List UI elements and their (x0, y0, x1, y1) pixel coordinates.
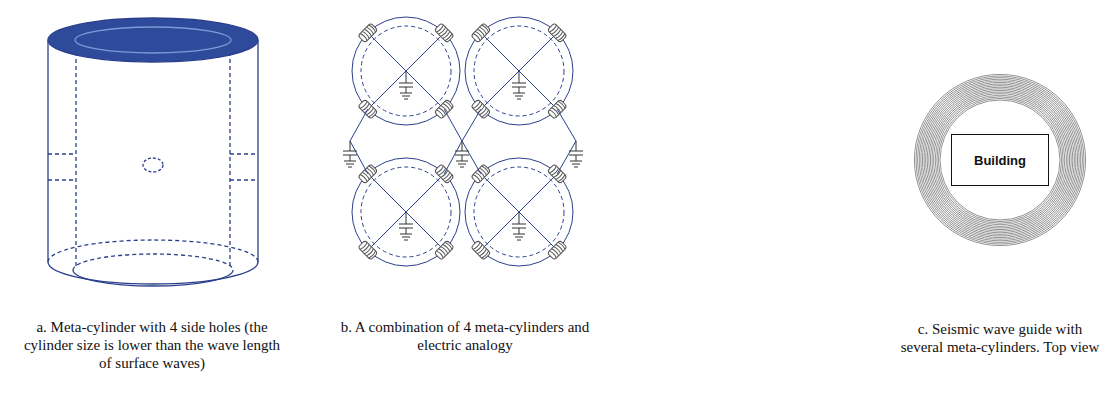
front-hole (143, 158, 163, 172)
node-label: Building (974, 153, 1026, 168)
inductor-symbol (547, 23, 567, 43)
side-hole (48, 154, 76, 180)
inner-wall (75, 52, 76, 268)
meta-cylinder-ring (929, 89, 1071, 231)
cylinder-side (47, 40, 48, 262)
meta-cylinder-ring (922, 82, 1077, 237)
inductor-symbol (547, 240, 567, 260)
cross-wire (368, 174, 444, 250)
meta-cylinder-ring (926, 86, 1075, 235)
inductor-symbol (434, 240, 454, 260)
meta-cylinder-ring (916, 76, 1084, 244)
inductor-symbol (434, 23, 454, 43)
meta-cylinder-outline (352, 17, 460, 125)
meta-cylinder-ring (918, 78, 1083, 243)
cross-wire (368, 33, 444, 109)
capacitor-ground-symbol (399, 212, 413, 240)
cross-wire (481, 33, 557, 109)
inductor-symbol (471, 240, 491, 260)
cylinder-bottom-front (48, 262, 258, 284)
capacitor-ground-symbol (343, 141, 357, 167)
meta-cylinder-ring (927, 87, 1073, 233)
inner-bottom-back (73, 254, 233, 270)
caption-text: a. Meta-cylinder with 4 side holes (the … (21, 318, 283, 372)
caption-text: c. Seismic wave guide with several meta-… (895, 320, 1105, 356)
meta-cylinder-inner (361, 167, 451, 257)
cross-wire (481, 174, 557, 250)
capacitor-ground-symbol (399, 71, 413, 99)
cylinder-side (257, 40, 258, 262)
meta-cylinder-ring (937, 97, 1063, 223)
meta-cylinder-ring (940, 100, 1060, 220)
meta-cylinder-ring (914, 74, 1085, 245)
capacitor-ground-symbol (512, 71, 526, 99)
meta-cylinder-ring (924, 84, 1076, 236)
meta-cylinder-outline (465, 158, 573, 266)
wave-guide-ring (914, 74, 1085, 245)
cylinder-top-inner (75, 27, 231, 53)
side-hole (230, 154, 258, 180)
meta-cylinder-ring (930, 90, 1069, 229)
capacitor-ground-symbol (512, 212, 526, 240)
meta-cylinder-ring (935, 95, 1065, 225)
inner-wall (229, 52, 230, 268)
building-box: Building (951, 134, 1049, 186)
meta-cylinder-ring (921, 81, 1079, 239)
meta-cylinder-outline (352, 158, 460, 266)
meta-cylinder-ring (938, 98, 1061, 221)
meta-cylinder-ring (919, 79, 1081, 241)
capacitor-ground-symbol (569, 141, 583, 167)
link-wire (350, 109, 576, 174)
cylinder-top (48, 18, 258, 62)
meta-cylinder-ring (934, 94, 1067, 227)
meta-cylinder (48, 18, 258, 286)
meta-cylinder-inner (474, 26, 564, 116)
caption-text: b. A combination of 4 meta-cylinders and… (334, 318, 596, 354)
meta-cylinder-inner (474, 167, 564, 257)
meta-cylinder-outline (465, 17, 573, 125)
inductor-symbol (358, 23, 378, 43)
inductor-symbol (471, 23, 491, 43)
meta-cylinder-inner (361, 26, 451, 116)
capacitor-ground-symbol (455, 141, 469, 167)
inner-bottom (73, 270, 233, 286)
inductor-symbol (358, 240, 378, 260)
meta-cylinder-ring (932, 92, 1068, 228)
electric-analogy (343, 17, 583, 266)
cylinder-bottom-back (48, 240, 258, 262)
